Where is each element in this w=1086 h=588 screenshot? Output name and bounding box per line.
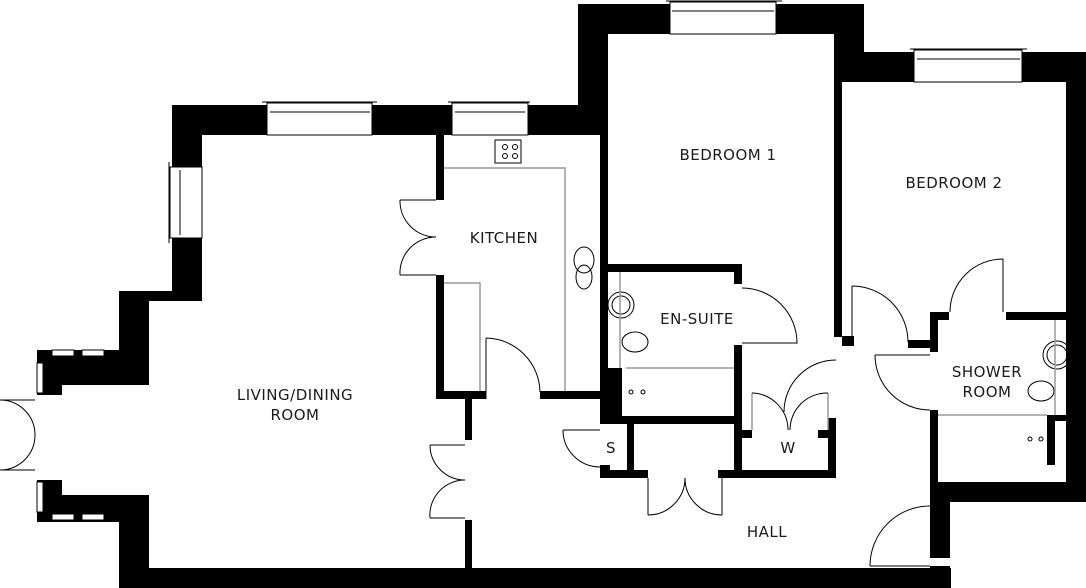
room-label-store: S bbox=[605, 439, 617, 457]
room-label-wardrobe: W bbox=[780, 439, 796, 457]
shower-label-line2: ROOM bbox=[962, 383, 1012, 401]
fixtures bbox=[444, 139, 1072, 442]
room-label-ensuite: EN-SUITE bbox=[660, 310, 734, 328]
room-label-kitchen: KITCHEN bbox=[469, 229, 539, 247]
windows bbox=[36, 0, 1027, 521]
shower-label-line1: SHOWER bbox=[951, 363, 1023, 381]
doors bbox=[0, 199, 1004, 567]
walls bbox=[37, 4, 1086, 588]
room-label-shower: SHOWER ROOM bbox=[952, 362, 1022, 402]
living-label-line2: ROOM bbox=[270, 406, 320, 424]
room-label-bedroom1: BEDROOM 1 bbox=[679, 146, 777, 164]
room-label-bedroom2: BEDROOM 2 bbox=[905, 174, 1003, 192]
room-label-hall: HALL bbox=[746, 523, 788, 541]
room-label-living: LIVING/DINING ROOM bbox=[237, 385, 353, 425]
living-label-line1: LIVING/DINING bbox=[236, 386, 354, 404]
